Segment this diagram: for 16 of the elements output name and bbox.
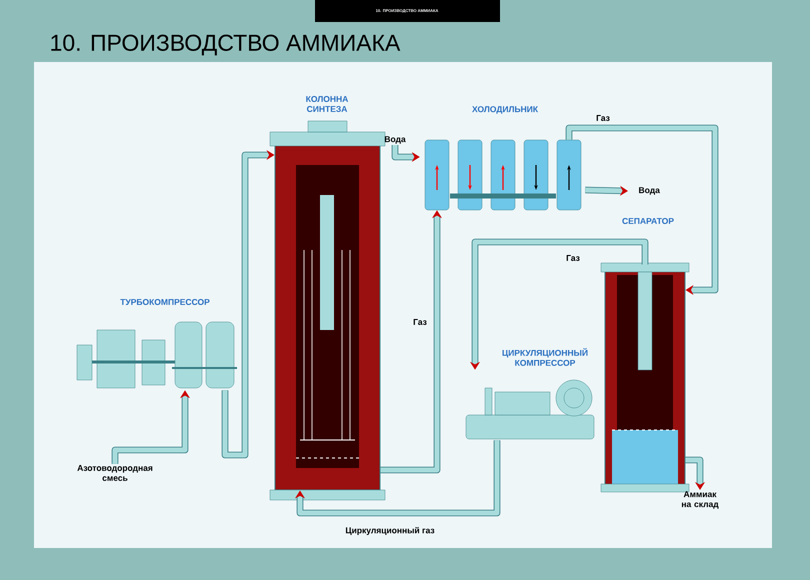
equipment-heading: СЕПАРАТОР <box>622 218 674 224</box>
pipe <box>222 150 274 458</box>
flow-label: Вода <box>384 136 406 144</box>
flow-label: Аммиак на склад <box>682 491 718 509</box>
edge-label: Газ <box>595 114 611 122</box>
edge-label: Газ <box>565 254 581 262</box>
pipe <box>294 440 500 516</box>
edge-label: Газ <box>412 318 428 326</box>
flow-label: Вода <box>639 187 660 195</box>
equipment-heading: ХОЛОДИЛЬНИК <box>472 106 538 114</box>
title: 10. ПРОИЗВОДСТВО АММИАКА <box>51 34 400 56</box>
equipment-heading: ЦИРКУЛЯЦИОННЫЙ КОМПРЕССОР <box>502 348 588 366</box>
equipment-heading: ТУРБОКОМПРЕССОР <box>120 299 210 305</box>
pipe <box>566 124 718 296</box>
equipment-heading: КОЛОННА СИНТЕЗА <box>306 96 348 112</box>
flow-label: Азотоводородная смесь <box>77 465 152 481</box>
